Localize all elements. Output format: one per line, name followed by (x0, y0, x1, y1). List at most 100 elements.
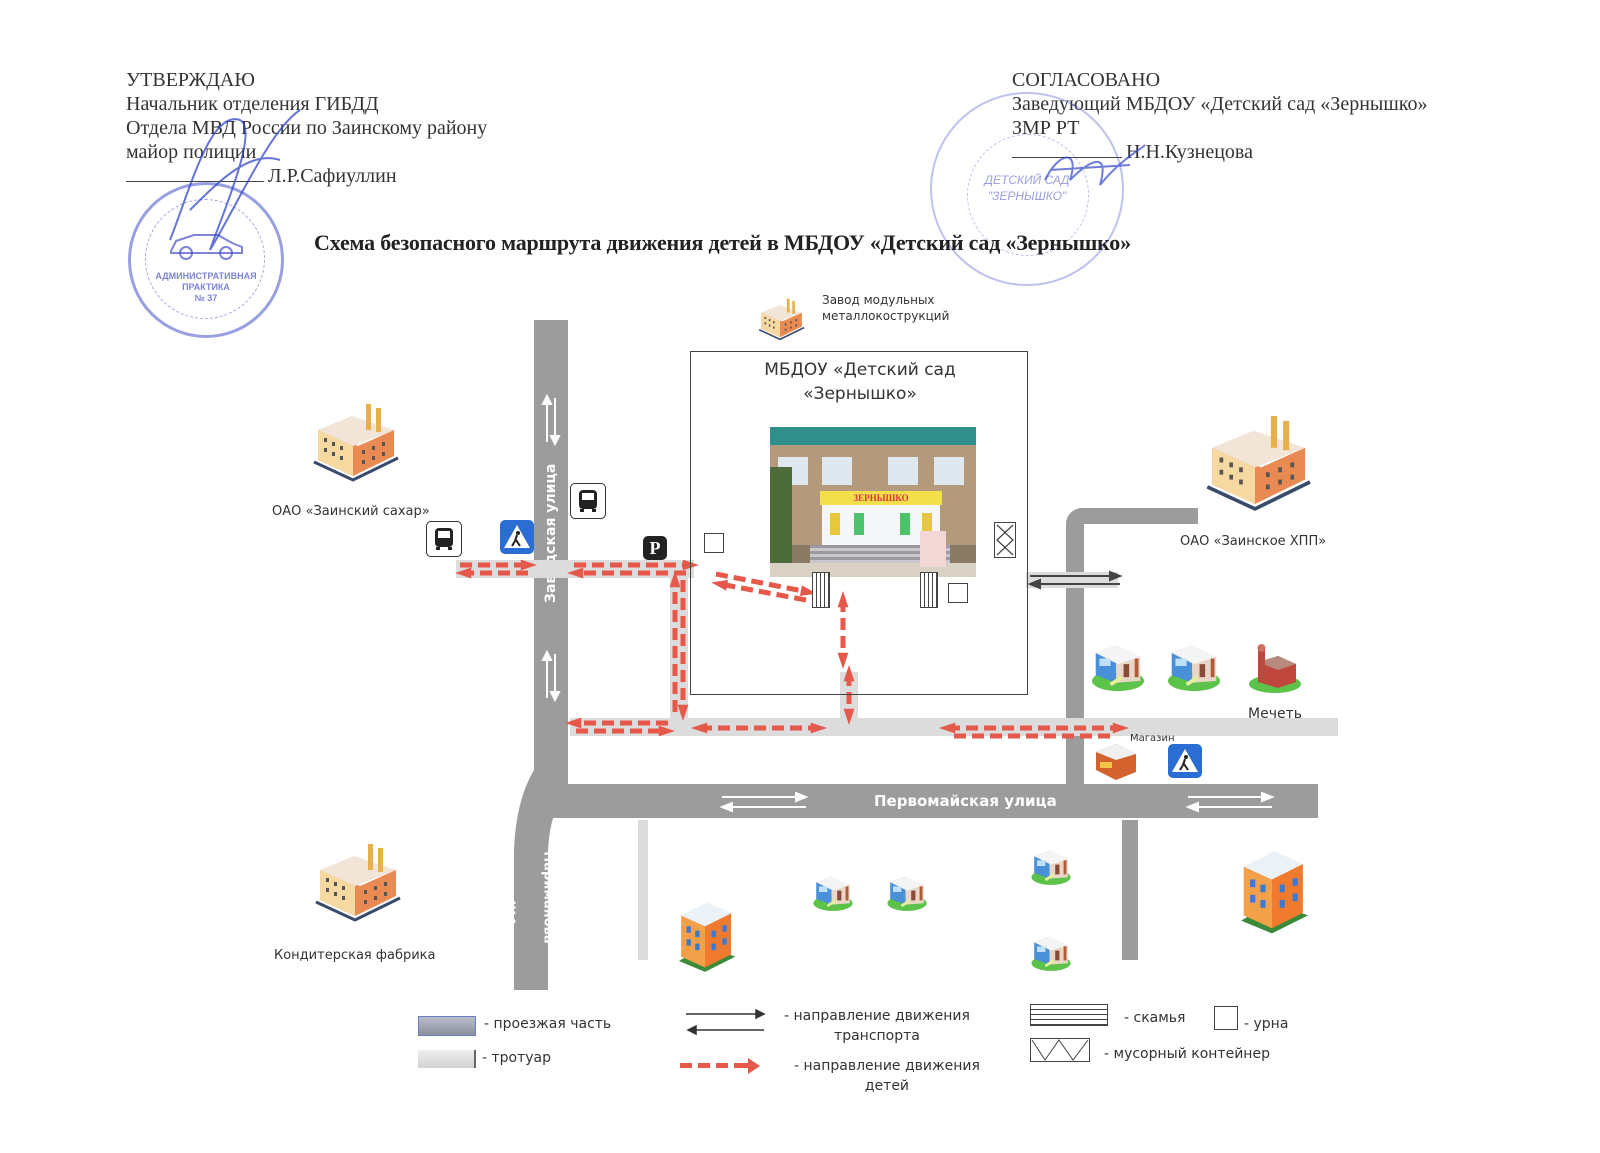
road-south-right (1122, 820, 1138, 960)
legend-urn-swatch (1214, 1006, 1238, 1030)
landmark-zavod (756, 296, 805, 345)
route-segment (455, 567, 528, 579)
street-label-pervomayskaya: Первомайская улица (874, 792, 1057, 810)
route-arrowhead (658, 725, 675, 737)
approval-position: Начальник отделения ГИБДД (126, 93, 379, 115)
route-segment (691, 722, 827, 734)
route-segment (567, 567, 686, 579)
police-car-icon (170, 234, 243, 260)
legend-sidewalk: - тротуар (482, 1050, 552, 1066)
landmark-zavod-label: Завод модульных металлокострукций (822, 293, 950, 323)
trash-container (994, 522, 1016, 558)
route-arrowhead (837, 652, 849, 669)
route-segment (565, 717, 668, 729)
landmark-sakhar-label: ОАО «Заинский сахар» (272, 504, 430, 519)
legend-roadway-swatch (418, 1016, 476, 1036)
road-hpp-top (1066, 508, 1198, 524)
bench-1 (812, 572, 830, 608)
traffic-arrows-driveway (1027, 570, 1123, 590)
route-arrowhead (843, 708, 855, 725)
pedestrian-crossing-sign (500, 520, 534, 554)
house-icon (1031, 850, 1071, 885)
house-icon (1031, 936, 1071, 971)
apartment-building (670, 898, 740, 979)
traffic-arrows-zavodskaya-south (541, 649, 561, 703)
house-icon (1168, 645, 1220, 692)
route-segment (843, 665, 855, 725)
landmark-konditer-label: Кондитерская фабрика (274, 948, 436, 963)
route-segment (576, 725, 675, 737)
agreement-position: Заведующий МБДОУ «Детский сад «Зернышко» (1012, 93, 1428, 115)
road-zavodskaya (534, 320, 568, 790)
approval-department: Отдела МВД России по Заинскому району (126, 117, 488, 139)
approval-signatory: Л.Р.Сафиуллин (268, 165, 397, 187)
route-arrowhead (843, 665, 855, 682)
mosque-icon (1249, 644, 1301, 693)
pedestrian-icon (1172, 749, 1198, 772)
traffic-arrows-zavodskaya-north (541, 393, 561, 447)
factory-icon (315, 844, 401, 922)
stamp-text: АДМИНИСТРАТИВНАЯ ПРАКТИКА № 37 (155, 271, 257, 303)
landmark-mosque-label: Мечеть (1248, 706, 1302, 722)
route-segment (669, 571, 681, 712)
route-arrowhead (691, 722, 708, 734)
house (1166, 640, 1222, 697)
urn-2 (948, 583, 968, 603)
route-arrowhead (810, 722, 827, 734)
route-segment (939, 722, 1129, 734)
route-segment (711, 580, 807, 603)
page-title: Схема безопасного маршрута движения дете… (314, 230, 1131, 255)
legend-container-swatch (1030, 1038, 1090, 1062)
legend-urn: - урна (1244, 1016, 1289, 1032)
landmark-konditer (310, 840, 401, 925)
legend-traffic-arrows (686, 1008, 766, 1036)
agreement-signatory: Н.Н.Кузнецова (1126, 141, 1253, 163)
signature-scribble (169, 109, 301, 251)
gibdd-stamp: АДМИНИСТРАТИВНАЯ ПРАКТИКА № 37 (128, 182, 284, 338)
route-arrowhead (837, 591, 849, 608)
house-icon (813, 876, 853, 911)
landmark-shop-label: Магазин (1130, 733, 1175, 744)
signature-scribble (1044, 144, 1146, 186)
legend-roadway: - проезжая часть (484, 1016, 612, 1032)
route-arrowhead (711, 580, 729, 591)
road-pervomayskaya (534, 784, 1318, 818)
factory-icon (758, 298, 805, 341)
legend-children-arrow (680, 1058, 760, 1074)
agreement-heading: СОГЛАСОВАНО (1012, 69, 1161, 91)
approval-block: УТВЕРЖДАЮ Начальник отделения ГИБДД Отде… (126, 68, 487, 188)
approval-signature-line: Л.Р.Сафиуллин (126, 164, 487, 188)
legend-children-direction: - направление движения детей (794, 1058, 980, 1094)
legend-traffic-direction: - направление движения транспорта (784, 1008, 970, 1044)
apartment-icon (678, 902, 736, 972)
legend-container: - мусорный контейнер (1104, 1046, 1270, 1062)
approval-rank: майор полиции (126, 141, 257, 163)
house (1030, 846, 1072, 891)
house-icon (1092, 645, 1144, 692)
route-segment (574, 559, 699, 571)
pedestrian-icon (504, 525, 530, 548)
route-segment (837, 591, 849, 669)
route-arrowhead (520, 559, 537, 571)
urn-1 (704, 533, 724, 553)
bus-stop-sign (426, 521, 462, 557)
house (812, 872, 854, 917)
house (886, 872, 928, 917)
bus-stop-sign (570, 483, 606, 519)
legend-bench-swatch (1030, 1004, 1108, 1026)
road-narimanova (514, 770, 568, 990)
pedestrian-crossing-sign (1168, 744, 1202, 778)
traffic-arrows-pervomayskaya-west (719, 791, 809, 813)
legend-sidewalk-swatch (418, 1050, 476, 1068)
route-segment (460, 559, 537, 571)
shop-icon (1096, 744, 1136, 780)
factory-icon (1206, 416, 1311, 511)
route-arrowhead (565, 717, 582, 729)
route-arrowhead (669, 571, 681, 588)
route-arrowhead (455, 567, 472, 579)
landmark-hpp (1200, 410, 1311, 515)
apartment-icon (1241, 851, 1308, 934)
route-arrowhead (567, 567, 584, 579)
route-arrowhead (677, 704, 689, 721)
parking-sign: P (643, 536, 667, 560)
